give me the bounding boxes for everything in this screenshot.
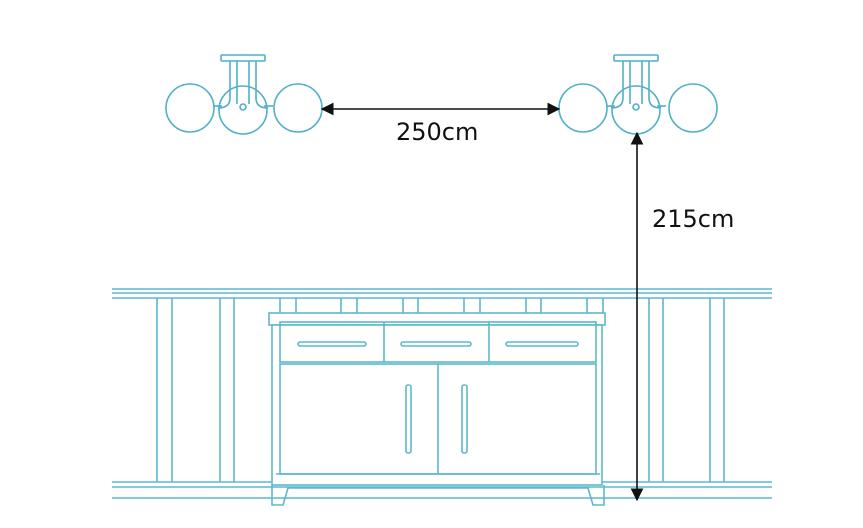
pendant-light-left bbox=[165, 54, 323, 135]
pendant-light-right bbox=[558, 54, 718, 135]
sideboard bbox=[268, 312, 606, 506]
horizontal-dimension-label: 250cm bbox=[396, 118, 479, 146]
vertical-dimension-label: 215cm bbox=[652, 205, 735, 233]
